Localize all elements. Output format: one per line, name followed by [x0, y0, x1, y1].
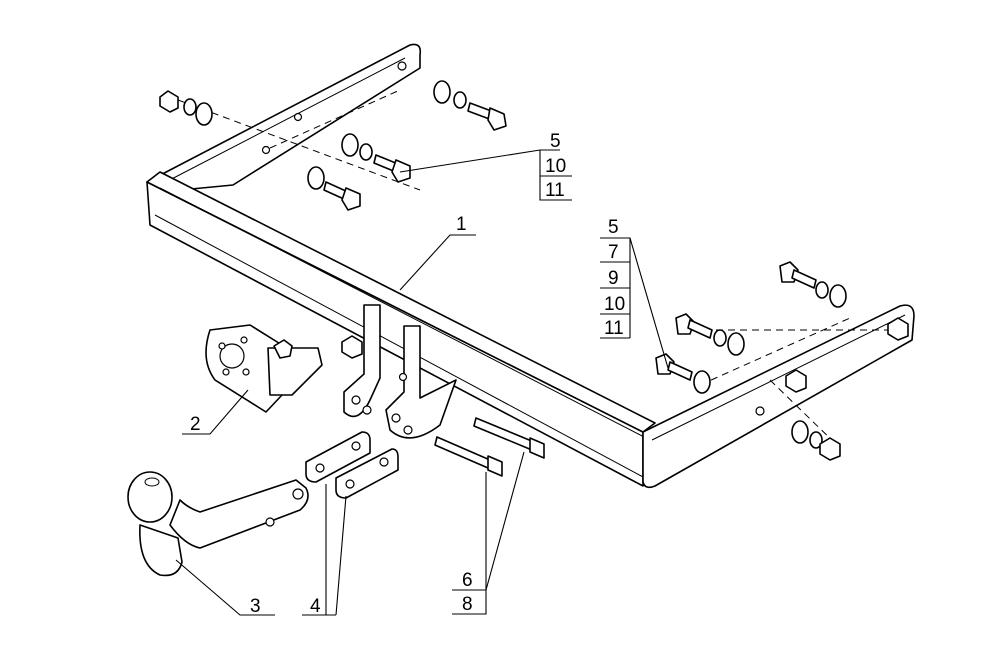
socket-bracket [205, 324, 323, 413]
callout-right-10: 10 [604, 294, 625, 315]
callout-3: 3 [250, 596, 261, 617]
callout-right-7: 7 [608, 242, 619, 263]
fasteners-right [341, 261, 909, 461]
tow-ball-assembly [127, 471, 309, 577]
callout-labels: 1 2 3 4 5 10 11 5 7 9 10 11 6 8 [190, 131, 625, 617]
callout-6: 6 [462, 570, 473, 591]
callout-left-5: 5 [550, 131, 561, 152]
callout-right-9: 9 [608, 268, 619, 289]
callout-1: 1 [456, 214, 467, 235]
mounting-plates [305, 431, 399, 499]
towbar-frame [146, 43, 915, 489]
long-bolts [434, 417, 545, 477]
callout-left-11: 11 [545, 180, 565, 201]
callout-left-10: 10 [545, 156, 566, 177]
callout-8: 8 [462, 594, 473, 615]
fasteners-left [159, 80, 507, 211]
callout-right-5: 5 [608, 217, 619, 238]
callout-2: 2 [190, 414, 201, 435]
callout-right-11: 11 [604, 318, 624, 339]
callout-4: 4 [310, 596, 321, 617]
leader-lines [175, 149, 669, 616]
